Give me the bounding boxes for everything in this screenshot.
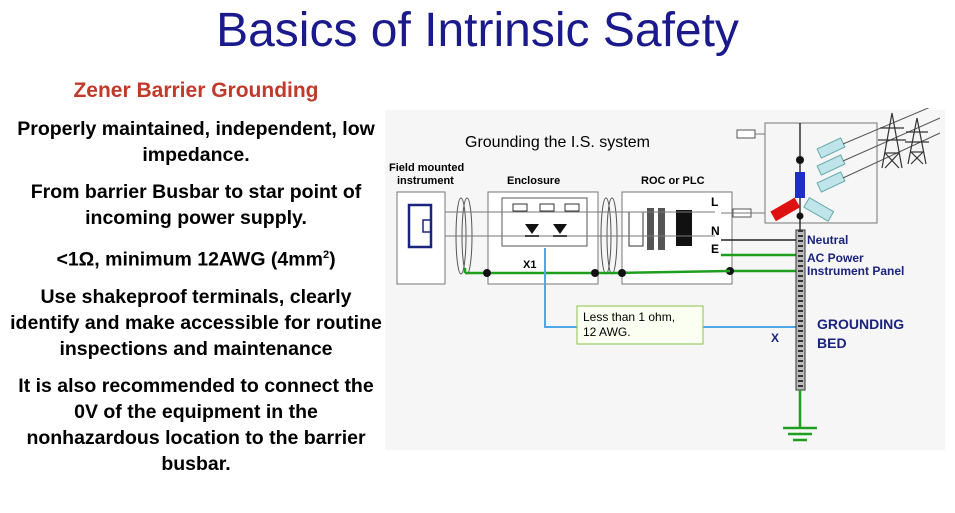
insulator-icon (816, 154, 846, 176)
paragraph-recommendation: It is also recommended to connect the 0V… (18, 374, 374, 475)
sensor-icon (422, 219, 432, 233)
junction-dot (618, 269, 626, 277)
isolator-icon (628, 211, 644, 247)
x1-label: X1 (523, 259, 536, 271)
paragraph-impedance: Properly maintained, independent, low im… (17, 118, 375, 166)
enclosure-label: Enclosure (507, 175, 560, 187)
star-point-dot (796, 212, 804, 220)
left-panel: Zener Barrier Grounding Properly maintai… (10, 78, 382, 488)
x-label: X (771, 331, 779, 345)
fuse-icon (564, 203, 580, 212)
junction-dot (483, 269, 491, 277)
resistance-note-box (576, 305, 704, 345)
section-heading: Zener Barrier Grounding (73, 79, 319, 102)
junction-dot (591, 269, 599, 277)
transformer-core (647, 208, 654, 250)
barrier-module (501, 197, 588, 247)
resistance-superscript: 2 (322, 249, 330, 261)
pylon-icon (905, 117, 929, 165)
pylon-icon (878, 112, 906, 169)
field-instrument-label-2: instrument (397, 175, 454, 187)
field-instrument-label-1: Field mounted (389, 162, 464, 174)
resistance-note-line-2: 12 AWG. (583, 325, 631, 339)
field-instrument-box (396, 191, 446, 285)
grounding-diagram: Grounding the I.S. system Field mounted … (385, 108, 945, 450)
grounding-bed-label-2: BED (817, 335, 847, 351)
terminal-l-label: L (711, 195, 718, 209)
ac-power-label: AC Power (807, 251, 864, 265)
resistance-text: <1Ω, minimum 12AWG (4mm (56, 248, 323, 271)
zener-diode-icon (525, 224, 539, 234)
plc-ground-wire (614, 269, 731, 275)
paragraph-busbar: From barrier Busbar to star point of inc… (30, 181, 362, 229)
grounding-bed-label-1: GROUNDING (817, 316, 904, 332)
resistance-note-line-1: Less than 1 ohm, (583, 310, 675, 324)
transformer-core (658, 208, 665, 250)
zener-diode-icon (553, 224, 567, 234)
power-supply-block (676, 210, 692, 246)
neutral-label: Neutral (807, 233, 848, 247)
resistance-suffix: ) (329, 248, 336, 271)
terminal-e-label: E (711, 242, 719, 256)
phase-coil-blue (795, 172, 805, 198)
supply-frame (764, 122, 878, 224)
earth-ground-icon (783, 426, 817, 442)
junction-dot (796, 156, 804, 164)
insulator-icon (816, 137, 846, 159)
phase-coil-cyan (803, 196, 835, 222)
terminal-n-label: N (711, 224, 720, 238)
fuse-icon (736, 129, 756, 139)
paragraph-terminals: Use shakeproof terminals, clearly identi… (10, 285, 382, 360)
bonding-conductor (544, 248, 800, 328)
phase-coil-red (770, 197, 801, 222)
diagram-heading: Grounding the I.S. system (465, 134, 650, 151)
overhead-line (842, 132, 941, 179)
paragraph-resistance: <1Ω, minimum 12AWG (4mm2) (10, 242, 382, 273)
resistor-icon (539, 203, 555, 212)
roc-plc-label: ROC or PLC (641, 175, 705, 187)
resistor-icon (512, 203, 528, 212)
insulator-icon (816, 171, 846, 193)
page-title: Basics of Intrinsic Safety (216, 4, 739, 57)
overhead-line (842, 108, 930, 145)
instrument-panel-label: Instrument Panel (807, 264, 904, 278)
